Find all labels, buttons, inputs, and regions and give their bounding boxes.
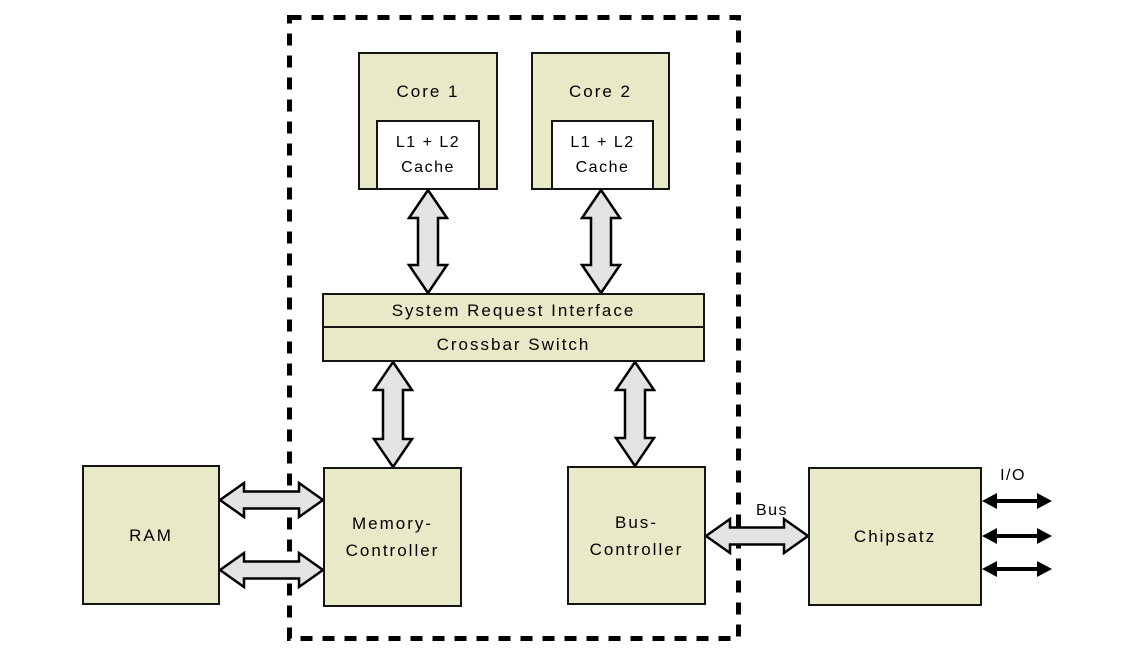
arrow-ram-memory-controller-upper [217,480,326,520]
system-request-interface-label: System Request Interface [391,301,636,320]
io-arrow-3 [982,561,1052,577]
chipset-label: Chipsatz [853,527,937,546]
arrow-bus-controller-chipset [703,516,811,556]
memory-controller-box: Memory- Controller [323,467,462,607]
system-request-interface-bar: System Request Interface [322,293,705,328]
bus-controller-line2: Controller [589,539,684,559]
io-arrow-2 [982,528,1052,544]
memory-controller-line1: Memory- [351,514,434,533]
core1-cache-line1: L1 + L2 [395,134,461,151]
core2-cache-line1: L1 + L2 [570,134,635,151]
core2-cache-box: L1 + L2 Cache [551,120,654,190]
ram-box: RAM [82,465,220,605]
bus-controller-box: Bus- Controller [567,466,706,605]
arrow-crossbar-to-bus-controller [613,359,657,469]
arrow-core1-cache-to-sri [406,187,450,296]
core2-label: Core 2 [568,82,633,101]
memory-controller-line2: Controller [345,541,440,560]
arrow-core2-cache-to-sri [579,187,623,296]
chipset-box: Chipsatz [808,467,982,606]
arrow-crossbar-to-memory-controller [371,359,415,470]
core1-label: Core 1 [396,82,460,101]
core1-cache-box: L1 + L2 Cache [376,120,480,190]
arrow-ram-memory-controller-lower [217,550,326,590]
core2-cache-line2: Cache [575,159,630,176]
crossbar-switch-label: Crossbar Switch [436,334,591,354]
io-edge-label: I/O [1000,467,1026,484]
bus-controller-line1: Bus- [615,512,658,532]
cpu-die-dashed-boundary [287,15,741,641]
core1-cache-line2: Cache [401,159,455,176]
bus-edge-label: Bus [755,502,789,519]
io-arrow-1 [982,493,1052,509]
crossbar-switch-bar: Crossbar Switch [322,326,705,362]
ram-label: RAM [129,525,173,545]
